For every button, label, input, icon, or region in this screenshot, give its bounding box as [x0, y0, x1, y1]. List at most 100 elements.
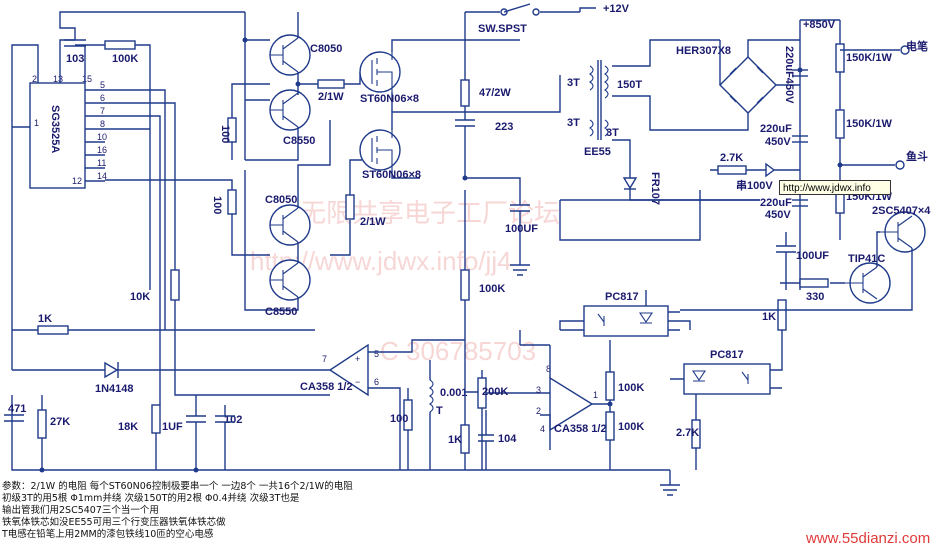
pin-8: 8: [100, 119, 105, 129]
watermark-qq: C 306785703: [380, 336, 536, 366]
c220-b2-label: 450V: [765, 136, 791, 148]
her-label: HER307X8: [676, 45, 731, 57]
ca358-a-label: CA358 1/2: [300, 381, 353, 393]
c100uf-a-label: 100UF: [505, 223, 538, 235]
c220-c-label: 220uF: [760, 197, 792, 209]
r100-c-label: 100: [390, 413, 408, 425]
watermark-forum: 无限共享电子工厂论坛: [300, 198, 560, 228]
ee55-label: EE55: [584, 146, 611, 158]
r330-label: 330: [806, 291, 824, 303]
r18k-label: 18K: [118, 421, 138, 433]
pin-15: 15: [82, 74, 92, 84]
c103-label: 103: [66, 53, 84, 65]
d1n4148-label: 1N4148: [95, 383, 134, 395]
tip41c-label: TIP41C: [848, 253, 885, 265]
t3t-c-label: 3T: [606, 127, 619, 139]
r1k-a-label: 1K: [38, 313, 52, 325]
r27k-label: 27K: [50, 416, 70, 428]
r150k-a-label: 150K/1W: [846, 52, 892, 64]
c223-label: 223: [495, 121, 513, 133]
r1k-b-label: 1K: [448, 434, 462, 446]
pc817-b-label: PC817: [710, 349, 744, 361]
r2w-a-label: 2/1W: [318, 91, 344, 103]
svg-text:3: 3: [536, 385, 541, 395]
r100k-a-label: 100K: [479, 283, 505, 295]
svg-text:7: 7: [322, 354, 327, 364]
ic-right-pins: [85, 89, 105, 182]
note-line-5: T电感在铅笔上用2MM的漆包铁线10匝的空心电感: [2, 529, 214, 540]
c104-label: 104: [498, 433, 517, 445]
svg-text:8: 8: [546, 364, 551, 374]
out-pen-label: 电笔: [906, 39, 928, 53]
t001-label: 0.001: [440, 387, 468, 399]
svg-text:6: 6: [374, 377, 379, 387]
svg-text:4: 4: [540, 424, 545, 434]
pin-11: 11: [97, 158, 106, 168]
r200k-label: 200K: [482, 386, 508, 398]
ic-top-wires: [11, 39, 86, 370]
t-label: T: [436, 405, 443, 417]
r1k-c-label: 1K: [762, 311, 776, 323]
pc817-a-label: PC817: [605, 291, 639, 303]
note-line-1: 参数：2/1W 的电阻 每个ST60N06控制极要串一个 一边8个 一共16个2…: [2, 481, 353, 492]
r10k-label: 10K: [130, 291, 150, 303]
c8550-a-label: C8550: [283, 135, 315, 147]
mosfet-a-label: ST60N06×8: [360, 93, 419, 105]
note-line-2: 初级3T的用5根 Φ1mm并绕 次级150T的用2根 Φ0.4并绕 次级3T也是: [2, 493, 300, 504]
r100k-top-label: 100K: [112, 53, 138, 65]
c8050-b-label: C8050: [265, 194, 297, 206]
ca358-opamp-a: [328, 343, 369, 397]
svg-text:+: +: [355, 354, 360, 364]
pin-16: 16: [97, 145, 107, 155]
c1uf-label: 1UF: [162, 421, 183, 433]
mosfet-b-label: ST60N06×8: [362, 169, 421, 181]
pin-7: 7: [100, 106, 105, 116]
ca358-b-label: CA358 1/2: [554, 423, 607, 435]
c220-b-label: 220uF: [760, 123, 792, 135]
pc817-b: [683, 363, 771, 395]
r100-b-label: 100: [211, 196, 223, 214]
r27k-b-label: 2.7K: [676, 427, 699, 439]
sg3525a-ic: [29, 82, 86, 189]
c220-c2-label: 450V: [765, 209, 791, 221]
svg-text:2: 2: [536, 406, 541, 416]
svg-text:5: 5: [374, 349, 379, 359]
pin-1: 1: [34, 118, 39, 128]
pin-2: 2: [32, 74, 37, 84]
t3t-b-label: 3T: [567, 117, 580, 129]
r100k-c-label: 100K: [618, 421, 644, 433]
c8050-a-label: C8050: [310, 43, 342, 55]
pin-13: 13: [53, 74, 63, 84]
her307-bridge: [719, 56, 777, 114]
pin-5: 5: [100, 80, 105, 90]
t150t-label: 150T: [617, 79, 642, 91]
out-fish-label: 鱼斗: [906, 149, 928, 163]
r100-a-label: 100: [219, 125, 231, 143]
c8550-b-label: C8550: [265, 306, 297, 318]
svg-text:−: −: [355, 377, 360, 387]
note-line-4: 铁氧体铁芯如没EE55可用三个行变压器铁氧体铁芯做: [2, 517, 226, 528]
pc817-a: [583, 305, 669, 337]
sg3525a-label: SG3525A: [49, 105, 61, 153]
plus850-label: +850V: [803, 19, 836, 31]
zener-label: 串100V: [736, 178, 773, 192]
ca358-opamp-b: [549, 376, 594, 432]
r47-label: 47/2W: [479, 87, 511, 99]
fr107-label: FR107: [649, 172, 661, 205]
note-line-3: 输出管我们用2SC5407三个当一个用: [2, 505, 159, 516]
c103-wires: [59, 11, 245, 46]
pin-14: 14: [97, 171, 107, 181]
pin-12: 12: [72, 176, 82, 186]
c471-label: 471: [8, 403, 26, 415]
r27k-c-label: 2.7K: [720, 152, 743, 164]
t3t-a-label: 3T: [567, 77, 580, 89]
r150k-b-label: 150K/1W: [846, 118, 892, 130]
site-watermark: www.55dianzi.com: [806, 530, 931, 547]
r2w-b-label: 2/1W: [360, 216, 386, 228]
notes-block: 参数：2/1W 的电阻 每个ST60N06控制极要串一个 一边8个 一共16个2…: [2, 481, 562, 541]
sw-label: SW.SPST: [478, 23, 527, 35]
tr2sc-label: 2SC5407×4: [872, 205, 931, 217]
pin-10: 10: [97, 132, 107, 142]
